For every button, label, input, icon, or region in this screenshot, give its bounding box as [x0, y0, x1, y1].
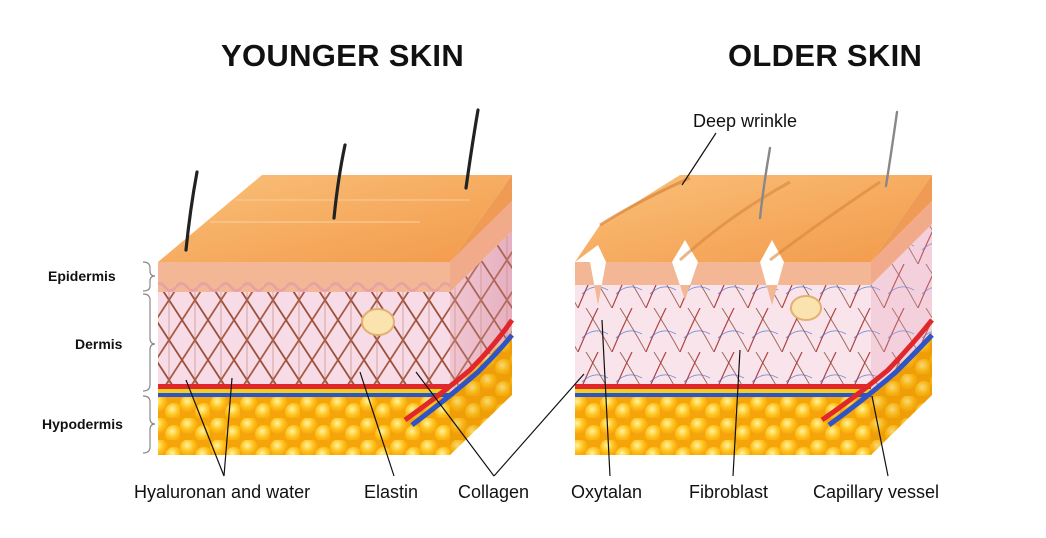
older-skin-title: OLDER SKIN — [728, 38, 923, 73]
dermis-label: Dermis — [75, 336, 123, 352]
collagen-label: Collagen — [458, 482, 530, 502]
younger-skin-block — [158, 108, 515, 455]
hyaluronan-label: Hyaluronan and water — [134, 482, 311, 502]
elastin-label: Elastin — [364, 482, 419, 502]
capillary-vessel-label: Capillary vessel — [813, 482, 940, 502]
epidermis-label: Epidermis — [48, 268, 116, 284]
hypodermis-label: Hypodermis — [42, 416, 123, 432]
older-skin-block — [575, 110, 934, 455]
fibroblast-label: Fibroblast — [689, 482, 769, 502]
younger-skin-title: YOUNGER SKIN — [221, 38, 465, 73]
oxytalan-label: Oxytalan — [571, 482, 643, 502]
leader-lines — [185, 132, 889, 477]
layer-brackets — [142, 261, 156, 454]
deep-wrinkle-label: Deep wrinkle — [693, 111, 798, 131]
